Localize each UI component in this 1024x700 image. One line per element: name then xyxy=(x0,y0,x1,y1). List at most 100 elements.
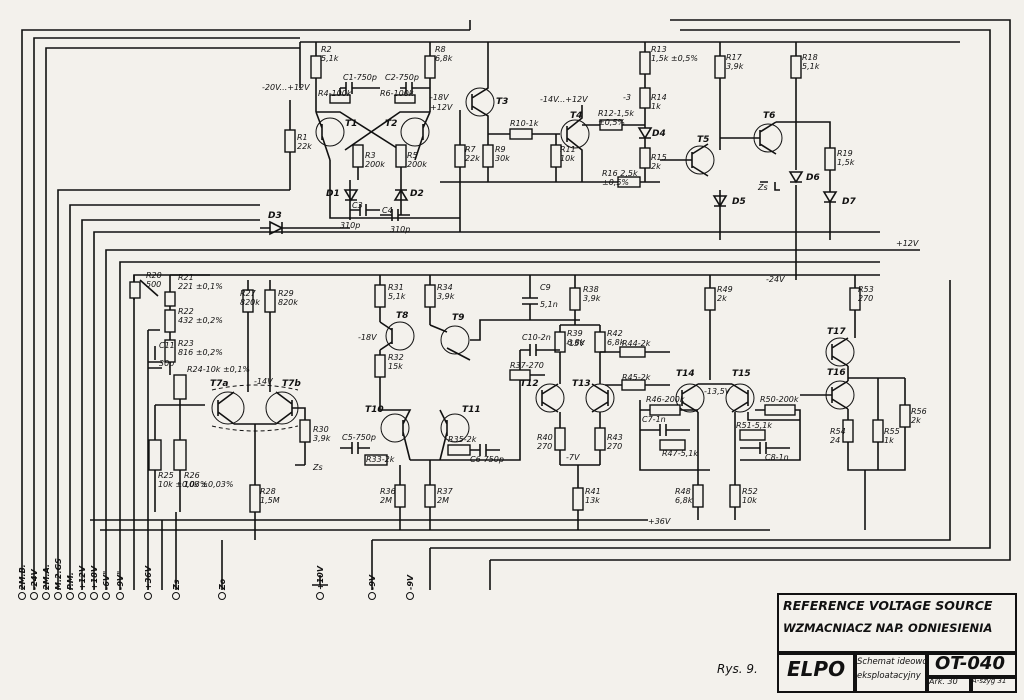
top-resistor-value: 10k xyxy=(560,154,575,163)
rail-label-minus24: -24V xyxy=(766,275,785,284)
top-resistor-ref: R1 xyxy=(297,133,308,142)
top-resistor-ref: R4-100k xyxy=(318,89,352,98)
sheets-total-cell xyxy=(969,675,1017,693)
top-resistor-ref: R2 xyxy=(321,45,332,54)
bottom-resistor-ref: R53 xyxy=(858,285,874,294)
top-voltage-note: +12V xyxy=(430,103,453,112)
bottom-resistor-value: 3,9k xyxy=(313,434,331,443)
top-resistor-ref: R13 xyxy=(651,45,667,54)
bottom-resistor-ref: R56 xyxy=(911,407,927,416)
bottom-resistor-value: 270 xyxy=(858,294,873,303)
terminal-pin xyxy=(30,592,38,600)
bottom-resistor-value: 432 ±0,2% xyxy=(178,316,223,325)
top-resistor-ref: R12-1,5k xyxy=(598,109,634,118)
bottom-resistor-ref: R48 xyxy=(675,487,691,496)
diode-d1 xyxy=(260,220,350,236)
diode-d6 xyxy=(788,171,804,184)
bottom-transistor-label: T12 xyxy=(520,379,539,389)
resistor-r52 xyxy=(729,484,741,508)
resistor-r37b xyxy=(509,369,531,381)
bottom-resistor-value: 10k ±0,03% xyxy=(184,480,233,489)
top-resistor-ref: R8 xyxy=(435,45,446,54)
diode-d5 xyxy=(712,195,728,208)
bottom-resistor-value: 5,1k xyxy=(388,292,406,301)
bottom-transistor-label: T7b xyxy=(282,379,301,389)
bottom-resistor-value: 816 ±0,2% xyxy=(178,348,223,357)
top-diode-label: D3 xyxy=(268,211,282,221)
bottom-resistor-ref: R47-5,1k xyxy=(662,449,698,458)
bottom-resistor-value: 2M xyxy=(380,496,392,505)
figure-label: Rys. 9. xyxy=(717,662,758,676)
bottom-resistor-ref: R52 xyxy=(742,487,758,496)
resistor-r36 xyxy=(394,484,406,508)
bottom-resistor-ref: R46-200k xyxy=(646,395,685,404)
bottom-resistor-ref: R42 xyxy=(607,329,623,338)
resistor-r3 xyxy=(352,144,364,168)
bottom-resistor-ref: R38 xyxy=(583,285,599,294)
bottom-resistor-value: 6,8k xyxy=(567,338,585,347)
diode-d4 xyxy=(637,127,653,140)
transistor-t10 xyxy=(380,413,410,443)
top-capacitor-label: 310p xyxy=(340,221,360,230)
bottom-capacitor-label: C8-1n xyxy=(765,453,789,462)
top-resistor-ref: R9 xyxy=(495,145,506,154)
resistor-r19 xyxy=(824,147,836,171)
rail-label-plus36: +36V xyxy=(648,517,671,526)
doc-type-line2: eksploatacyjny xyxy=(857,671,921,681)
transistor-t9 xyxy=(440,325,470,355)
terminal-label: -9V" xyxy=(116,571,125,590)
top-section xyxy=(260,41,960,280)
bottom-capacitor-label: C5-750p xyxy=(342,433,376,442)
bottom-capacitor-label: C11 xyxy=(159,341,175,350)
resistor-r5 xyxy=(395,144,407,168)
terminal-pin xyxy=(78,592,86,600)
bottom-resistor-ref: R20 xyxy=(146,271,162,280)
bottom-resistor-ref: R21 xyxy=(178,273,194,282)
top-resistor-value: 22k xyxy=(465,154,480,163)
bottom-resistor-value: 2k xyxy=(717,294,727,303)
bottom-resistor-value: 2k xyxy=(911,416,921,425)
bottom-resistor-ref: R39 xyxy=(567,329,583,338)
bottom-resistor-value: 820k xyxy=(240,298,260,307)
top-resistor-value: 1,5k ±0,5% xyxy=(651,54,698,63)
sheet-cell xyxy=(925,675,973,693)
resistor-r7 xyxy=(454,144,466,168)
top-transistor-label: T3 xyxy=(496,97,508,107)
resistor-r9 xyxy=(482,144,494,168)
bottom-resistor-ref: R28 xyxy=(260,487,276,496)
bottom-resistor-ref: R37-270 xyxy=(510,361,544,370)
title-pl: WZMACNIACZ NAP. ODNIESIENIA xyxy=(783,621,993,635)
top-diode-label: D4 xyxy=(652,129,666,139)
bottom-resistor-ref: R34 xyxy=(437,283,453,292)
bottom-resistor-value: 1,5M xyxy=(260,496,280,505)
top-resistor-value: ±0,5% xyxy=(602,178,629,187)
transistor-t11 xyxy=(440,413,470,443)
resistor-r37 xyxy=(424,484,436,508)
bottom-capacitor-label: C10-2n xyxy=(522,333,551,342)
bottom-capacitor-label: C7-1n xyxy=(642,415,666,424)
top-resistor-ref: R7 xyxy=(465,145,477,154)
transistor-t15 xyxy=(725,383,755,413)
top-transistor-label: T6 xyxy=(763,111,775,121)
resistor-r48 xyxy=(692,484,704,508)
bottom-resistor-ref: R55 xyxy=(884,427,900,436)
terminal-pin xyxy=(218,592,226,600)
bottom-voltage-note: -18V xyxy=(358,333,377,342)
top-resistor-value: 6,8k xyxy=(435,54,453,63)
bottom-capacitor-label: 30p xyxy=(159,359,174,368)
resistor-r50 xyxy=(764,404,796,416)
bottom-voltage-note: -14V xyxy=(254,377,273,386)
resistor-r23 xyxy=(164,339,176,363)
bottom-resistor-ref: R50-200k xyxy=(760,395,799,404)
bottom-transistor-label: T9 xyxy=(452,313,464,323)
resistor-r13 xyxy=(639,51,651,75)
resistor-r44 xyxy=(619,346,646,358)
top-resistor-value: 1k xyxy=(651,102,661,111)
top-resistor-ref: R14 xyxy=(651,93,667,102)
bottom-resistor-value: 1k xyxy=(884,436,894,445)
terminal-pin xyxy=(54,592,62,600)
bottom-transistor-label: T16 xyxy=(827,368,846,378)
bottom-resistor-ref: R31 xyxy=(388,283,404,292)
resistor-r30 xyxy=(299,419,311,443)
